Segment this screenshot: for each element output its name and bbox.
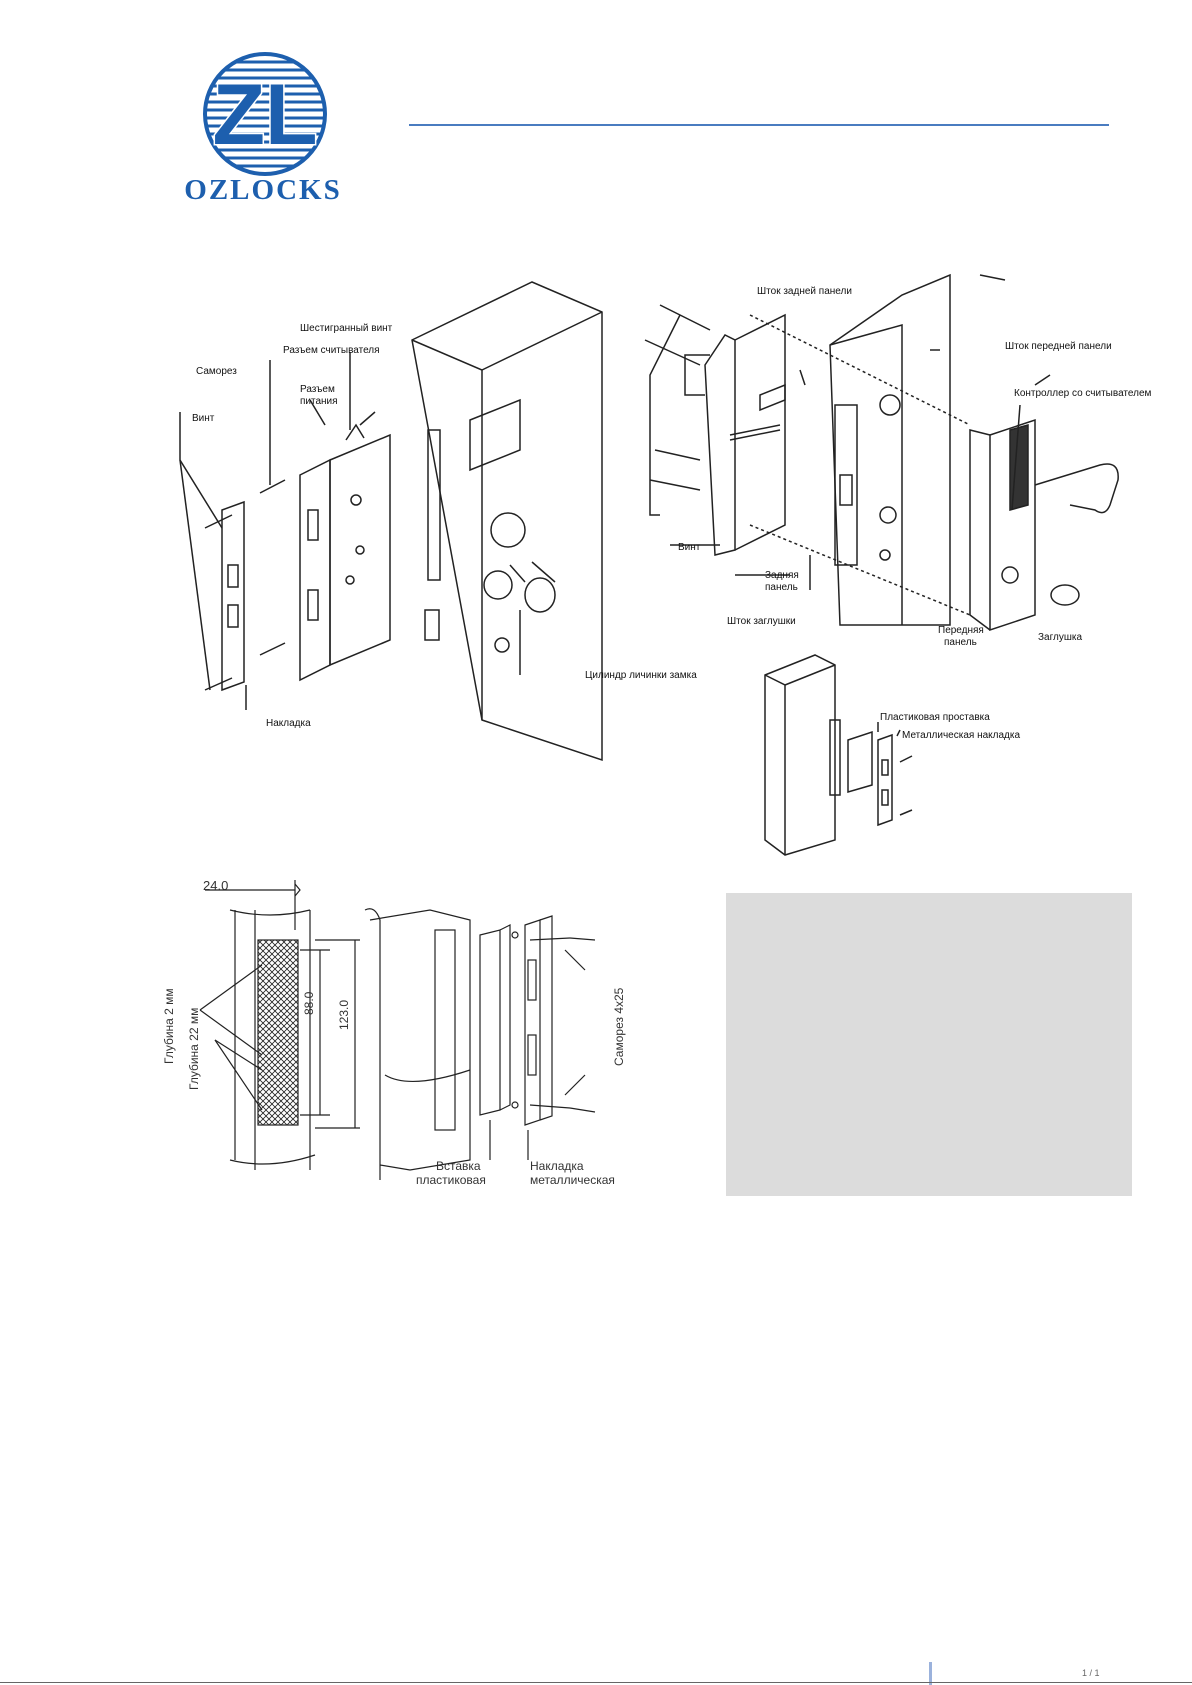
brand-name: OZLOCKS [184, 174, 342, 206]
label-power-connector-1: Разъем [300, 384, 335, 395]
label-reader-connector: Разъем считывателя [283, 345, 380, 356]
label-self-tapper: Саморез [196, 366, 237, 377]
label-insert-2: пластиковая [416, 1173, 486, 1187]
handles-diagram [644, 273, 1119, 632]
label-cylinder: Цилиндр личинки замка [585, 670, 697, 681]
label-back-panel-1: Задняя [765, 570, 799, 581]
page-mark: 1 / 1 [1082, 1668, 1100, 1678]
mortise-lock-diagram [179, 281, 603, 762]
label-screw: Винт [192, 413, 215, 424]
header-rule [409, 124, 1109, 126]
label-plug-rod: Шток заглушки [727, 616, 796, 627]
label-faceplate: Накладка [266, 718, 311, 729]
label-front-panel-2: панель [944, 637, 977, 648]
label-front-panel-rod: Шток передней панели [1005, 341, 1112, 352]
ozlocks-logo-icon: ZL [203, 52, 327, 176]
dim-inner: 88.0 [302, 991, 316, 1015]
dim-width: 24.0 [203, 878, 229, 893]
label-depth-2: Глубина 2 мм [162, 988, 176, 1064]
logo-letters: ZL [212, 67, 317, 163]
label-power-connector-2: питания [300, 396, 338, 407]
label-plug: Заглушка [1038, 632, 1083, 643]
footer-rule [0, 1682, 1192, 1683]
dimension-diagram [199, 880, 596, 1180]
dim-outer: 123.0 [337, 999, 351, 1030]
label-insert-1: Вставка [436, 1159, 481, 1173]
label-self-tapper-size: Саморез 4х25 [612, 987, 626, 1066]
note-box [726, 893, 1132, 1196]
label-plastic-insert: Пластиковая проставка [880, 712, 990, 723]
label-metal-plate: Металлическая накладка [902, 730, 1021, 741]
label-hex-screw: Шестигранный винт [300, 323, 393, 334]
label-plate-2: металлическая [530, 1173, 615, 1187]
footer-vertical-rule [929, 1662, 932, 1685]
label-controller-reader: Контроллер со считывателем [1014, 388, 1152, 399]
label-screw-2: Винт [678, 542, 701, 553]
label-depth-22: Глубина 22 мм [187, 1007, 201, 1090]
label-back-panel-2: панель [765, 582, 798, 593]
label-front-panel-1: Передняя [938, 625, 984, 636]
label-plate-1: Накладка [530, 1159, 584, 1173]
strike-plate-diagram [764, 654, 913, 856]
label-back-panel-rod: Шток задней панели [757, 286, 852, 297]
